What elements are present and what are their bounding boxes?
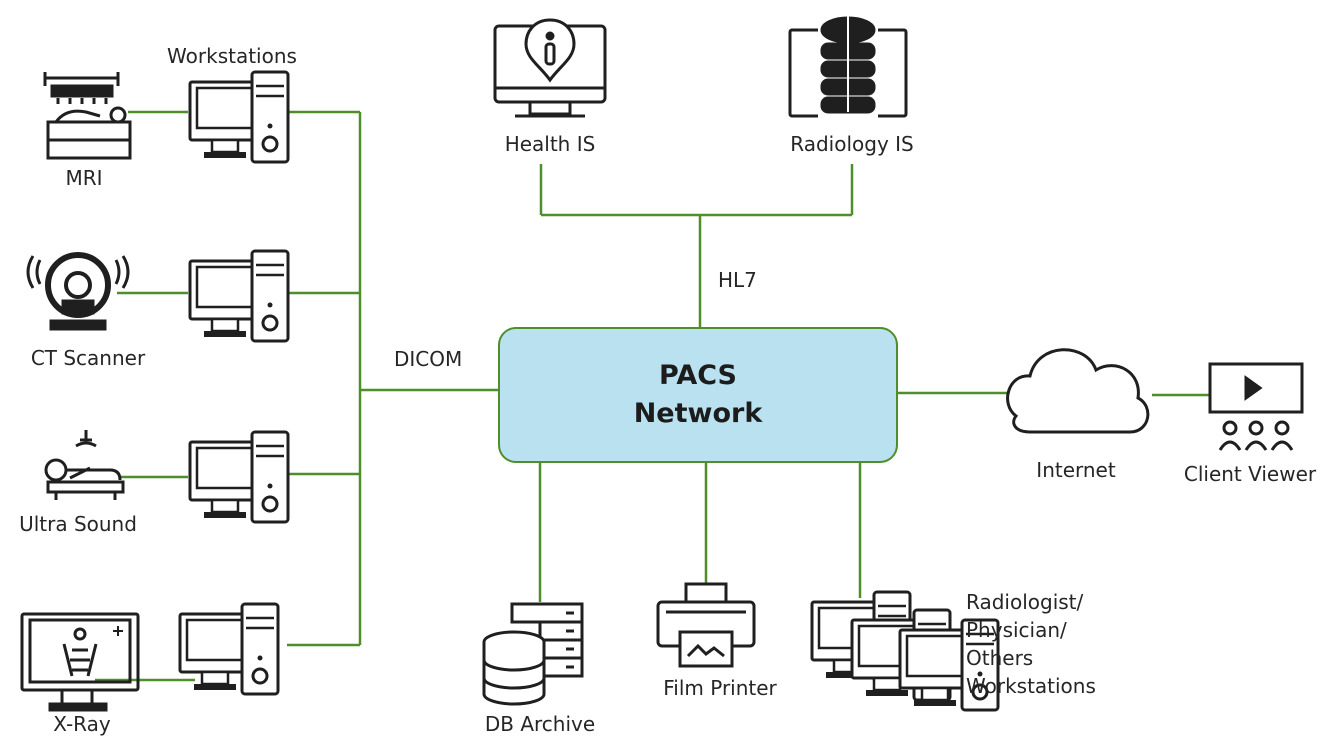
radiology-is-label: Radiology IS [790, 132, 914, 156]
client-viewer-label: Client Viewer [1183, 462, 1317, 486]
workstation-icon [188, 430, 290, 524]
mri-icon [43, 72, 132, 160]
connector-lines [95, 110, 1210, 682]
pacs-title-line1: PACS [659, 360, 737, 391]
internet-label: Internet [1036, 458, 1116, 482]
client-viewer-icon [1208, 362, 1304, 451]
mri-label: MRI [65, 166, 103, 190]
ultra-sound-label: Ultra Sound [19, 512, 137, 536]
db-archive-icon [482, 602, 584, 706]
health-is-label: Health IS [504, 132, 596, 156]
ct-scanner-label: CT Scanner [30, 346, 146, 370]
ct-scanner-icon [26, 252, 130, 331]
pacs-title-line2: Network [633, 398, 763, 429]
workstation-icon [188, 249, 290, 343]
film-printer-label: Film Printer [663, 676, 777, 700]
health-is-icon [493, 18, 607, 118]
hl7-label: HL7 [718, 268, 757, 292]
radiologist-label-line: Workstations [966, 674, 1096, 698]
pacs-network-box: PACS Network [498, 327, 898, 463]
radiologist-label-line: Physician/ [966, 618, 1067, 642]
xray-label: X-Ray [53, 712, 111, 736]
dicom-label: DICOM [394, 347, 463, 371]
film-printer-icon [656, 582, 756, 668]
computer-icons [178, 70, 290, 696]
radiologist-label-line: Radiologist/ [966, 590, 1084, 614]
db-archive-label: DB Archive [484, 712, 596, 736]
ultrasound-icon [44, 430, 125, 500]
cloud-icon [1006, 348, 1150, 434]
radiologist-workstations-label: Radiologist/ Physician/ Others Workstati… [966, 588, 1096, 700]
workstation-icon [188, 70, 290, 164]
xray-icon [20, 612, 140, 712]
radiologist-label-line: Others [966, 646, 1034, 670]
radiology-is-icon [788, 16, 908, 120]
workstations-label: Workstations [167, 44, 297, 68]
